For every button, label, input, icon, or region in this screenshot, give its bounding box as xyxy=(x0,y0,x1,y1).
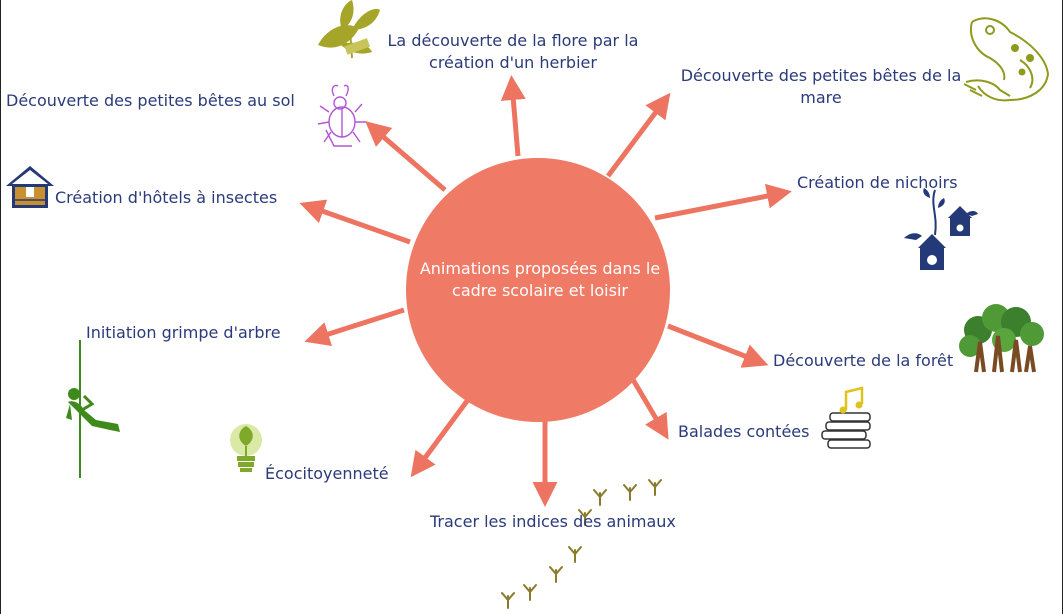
node-flore-line2: création d'un herbier xyxy=(429,53,597,72)
node-indices: Tracer les indices des animaux xyxy=(430,512,676,531)
node-mare-line2: mare xyxy=(800,88,842,107)
arrow-balades xyxy=(629,376,669,440)
node-ecocitoyennete: Écocitoyenneté xyxy=(265,464,389,483)
node-grimpe: Initiation grimpe d'arbre xyxy=(86,323,281,342)
leaf-icon xyxy=(318,0,380,59)
climber-icon xyxy=(66,340,120,478)
node-mare: Découverte des petites bêtes de la mare xyxy=(666,65,976,109)
node-hotels: Création d'hôtels à insectes xyxy=(55,188,278,207)
arrow-flore xyxy=(500,75,526,157)
birdhouse-icon xyxy=(904,188,978,270)
node-flore-line1: La découverte de la flore par la xyxy=(387,31,639,50)
node-mare-line1: Découverte des petites bêtes de la xyxy=(680,66,962,85)
arrow-mare xyxy=(606,92,671,178)
node-foret: Découverte de la forêt xyxy=(773,351,954,370)
center-label: Animations proposées dans le cadre scola… xyxy=(400,258,680,302)
node-nichoirs: Création de nichoirs xyxy=(797,173,958,192)
arrow-hotels xyxy=(299,199,411,245)
arrow-foret xyxy=(667,323,769,368)
lightbulb-icon xyxy=(230,424,262,472)
frog-icon xyxy=(963,17,1050,102)
center-label-line2: cadre scolaire et loisir xyxy=(452,281,628,300)
node-sol: Découverte des petites bêtes au sol xyxy=(6,91,295,110)
arrow-nichoirs xyxy=(654,183,792,221)
arrows xyxy=(299,75,792,507)
arrow-ecocitoyennete xyxy=(410,395,473,478)
beetle-icon xyxy=(317,84,366,147)
trees-icon xyxy=(959,304,1044,373)
center-circle xyxy=(406,158,670,422)
animal-tracks-icon xyxy=(501,479,662,609)
node-flore: La découverte de la flore par la créatio… xyxy=(372,30,654,74)
arrow-sol xyxy=(365,121,447,192)
center-label-line1: Animations proposées dans le xyxy=(419,259,661,278)
insect-hotel-icon xyxy=(6,166,54,208)
node-balades: Balades contées xyxy=(678,422,810,441)
arrow-grimpe xyxy=(304,307,405,347)
books-icon xyxy=(821,386,871,449)
